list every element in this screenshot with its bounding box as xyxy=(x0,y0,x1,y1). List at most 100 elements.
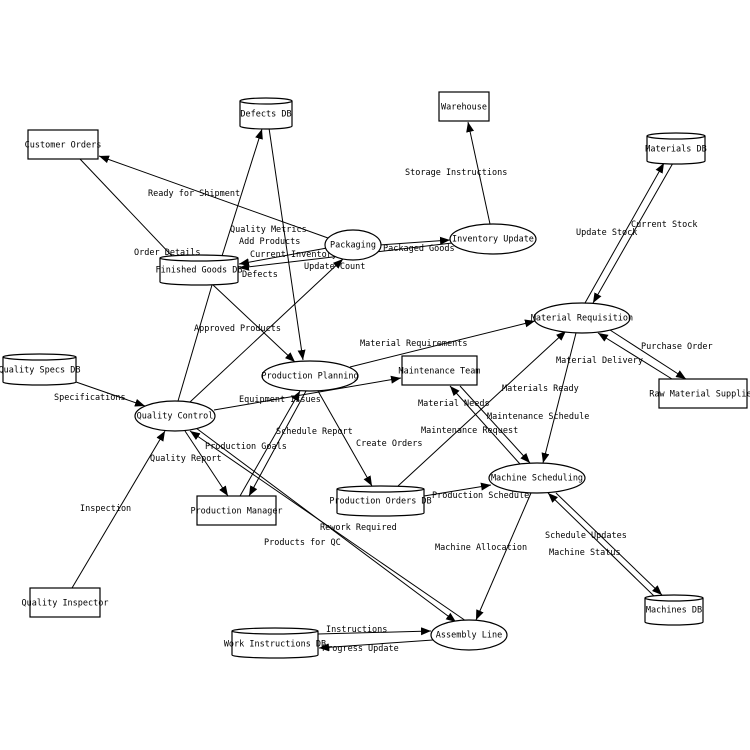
label-maintenance-request: Maintenance Request xyxy=(421,426,518,436)
edge-order-details[interactable] xyxy=(79,158,173,257)
label-machine-status: Machine Status xyxy=(549,548,621,558)
process-production-planning[interactable]: Production Planning xyxy=(261,360,359,392)
label-inspection: Inspection xyxy=(80,504,131,514)
external-entities: Customer Orders Warehouse Maintenance Te… xyxy=(22,91,750,618)
edge-schedule-updates[interactable] xyxy=(555,492,663,596)
label-material-delivery: Material Delivery xyxy=(556,356,643,366)
label-production-goals: Production Goals xyxy=(205,442,287,452)
edge-machine-status[interactable] xyxy=(547,492,655,597)
edge-supplier-delivery[interactable] xyxy=(597,332,673,380)
label-production-schedule: Production Schedule xyxy=(432,491,529,501)
edge-purchase-order[interactable] xyxy=(609,329,687,380)
edge-quality-metrics[interactable] xyxy=(221,128,263,257)
label-create-orders: Create Orders xyxy=(356,439,423,449)
edge-approved-products[interactable] xyxy=(211,283,296,363)
edge-add-products[interactable] xyxy=(238,247,328,267)
edge-current-stock[interactable] xyxy=(592,162,674,304)
label-schedule-updates: Schedule Updates xyxy=(545,531,627,541)
label-maintenance-schedule: Maintenance Schedule xyxy=(487,412,589,422)
edge-maintenance-schedule[interactable] xyxy=(459,385,531,464)
entity-production-manager[interactable]: Production Manager xyxy=(190,495,283,526)
edge-progress-update[interactable] xyxy=(318,639,434,652)
edge-update-stock[interactable] xyxy=(584,162,665,304)
process-machine-scheduling[interactable]: Machine Scheduling xyxy=(488,462,586,494)
label-materials-ready: Materials Ready xyxy=(502,384,579,394)
entity-warehouse[interactable]: Warehouse xyxy=(438,91,490,122)
store-materials-db[interactable]: Materials DB xyxy=(645,132,707,165)
process-label: Production Planning xyxy=(261,372,358,382)
edge-material-delivery[interactable] xyxy=(541,332,577,464)
entity-maintenance-team[interactable]: Maintenance Team xyxy=(399,355,481,386)
process-label: Machine Scheduling xyxy=(491,474,583,484)
edge-material-requirements[interactable] xyxy=(349,319,536,368)
edge-ready-for-shipment[interactable] xyxy=(98,155,329,239)
label-packaged-goods: Packaged Goods xyxy=(383,244,455,254)
label-equipment-issues: Equipment Issues xyxy=(239,395,321,405)
edge-update-count[interactable] xyxy=(189,258,344,403)
store-production-orders-db[interactable]: Production Orders DB xyxy=(329,485,432,517)
entity-label: Warehouse xyxy=(441,103,487,113)
label-machine-allocation: Machine Allocation xyxy=(435,543,527,553)
data-stores: Defects DB Materials DB Finished Goods D… xyxy=(0,97,707,659)
entity-quality-inspector[interactable]: Quality Inspector xyxy=(22,587,109,618)
edge-defects-to-planning[interactable] xyxy=(268,127,306,361)
edge-machine-allocation[interactable] xyxy=(475,492,532,621)
label-progress-update: Progress Update xyxy=(322,644,399,654)
process-material-requisition[interactable]: Material Requisition xyxy=(531,302,633,334)
label-add-products: Add Products xyxy=(239,237,300,247)
entity-label: Customer Orders xyxy=(25,141,102,151)
edge-rework-required[interactable] xyxy=(189,430,467,622)
label-instructions: Instructions xyxy=(326,625,387,635)
edge-material-needs[interactable] xyxy=(449,385,521,465)
label-material-requirements: Material Requirements xyxy=(360,339,467,349)
edges xyxy=(71,121,687,652)
store-finished-goods-db[interactable]: Finished Goods DB xyxy=(156,254,243,286)
edge-inspection[interactable] xyxy=(71,430,166,589)
process-packaging[interactable]: Packaging xyxy=(324,229,382,261)
label-defects: Defects xyxy=(242,270,278,280)
edge-create-orders[interactable] xyxy=(317,390,373,487)
label-ready-for-shipment: Ready for Shipment xyxy=(148,189,240,199)
store-label: Production Orders DB xyxy=(329,497,431,507)
label-schedule-report: Schedule Report xyxy=(276,427,353,437)
edge-instructions[interactable] xyxy=(317,627,432,636)
entity-label: Quality Inspector xyxy=(22,599,109,609)
store-label: Finished Goods DB xyxy=(156,266,243,276)
store-label: Work Instructions DB xyxy=(224,640,326,650)
process-assembly-line[interactable]: Assembly Line xyxy=(430,619,508,651)
store-label: Machines DB xyxy=(646,606,702,616)
entity-label: Production Manager xyxy=(190,507,282,517)
store-label: Quality Specs DB xyxy=(0,366,80,376)
process-label: Material Requisition xyxy=(531,314,633,324)
label-specifications: Specifications xyxy=(54,393,126,403)
process-label: Packaging xyxy=(330,241,376,251)
edge-packaged-goods[interactable] xyxy=(379,236,451,246)
process-label: Inventory Update xyxy=(452,235,534,245)
label-rework-required: Rework Required xyxy=(320,523,397,533)
store-machines-db[interactable]: Machines DB xyxy=(644,594,704,626)
edge-production-goals[interactable] xyxy=(239,390,301,497)
label-update-stock: Update Stock xyxy=(576,228,637,238)
edge-labels: Ready for Shipment Order Details Quality… xyxy=(54,168,713,654)
edge-materials-ready[interactable] xyxy=(397,330,567,487)
edge-quality-report[interactable] xyxy=(184,430,229,497)
edge-production-schedule[interactable] xyxy=(423,482,492,497)
edge-specifications[interactable] xyxy=(75,381,146,407)
process-quality-control[interactable]: Quality Control xyxy=(134,400,216,432)
store-work-instructions-db[interactable]: Work Instructions DB xyxy=(224,627,326,659)
entity-raw-material-supplier[interactable]: Raw Material Supplier xyxy=(649,378,750,409)
store-quality-specs-db[interactable]: Quality Specs DB xyxy=(0,353,80,386)
process-inventory-update[interactable]: Inventory Update xyxy=(449,223,537,255)
edge-storage-instructions[interactable] xyxy=(466,121,491,225)
store-label: Defects DB xyxy=(240,110,291,120)
edge-qc-to-finished-goods[interactable] xyxy=(177,284,213,402)
store-defects-db[interactable]: Defects DB xyxy=(239,97,293,130)
label-quality-report: Quality Report xyxy=(150,454,222,464)
store-label: Materials DB xyxy=(645,145,706,155)
edge-equipment-issues[interactable] xyxy=(213,375,402,411)
label-storage-instructions: Storage Instructions xyxy=(405,168,507,178)
entity-customer-orders[interactable]: Customer Orders xyxy=(25,129,102,160)
process-label: Assembly Line xyxy=(436,631,503,641)
label-products-for-qc: Products for QC xyxy=(264,538,341,548)
